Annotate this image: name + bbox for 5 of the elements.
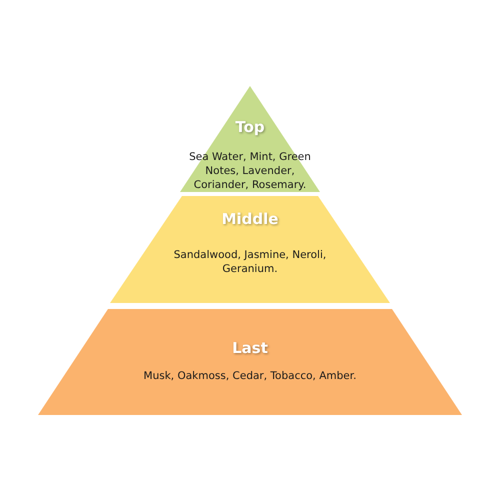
- notes-text: Sandalwood, Jasmine, Neroli, Geranium.: [172, 248, 328, 276]
- tier-heading: Middle: [222, 210, 278, 228]
- tier-heading: Top: [235, 118, 265, 136]
- notes-text: Musk, Oakmoss, Cedar, Tobacco, Amber.: [144, 369, 356, 383]
- tier-heading: Last: [232, 339, 268, 357]
